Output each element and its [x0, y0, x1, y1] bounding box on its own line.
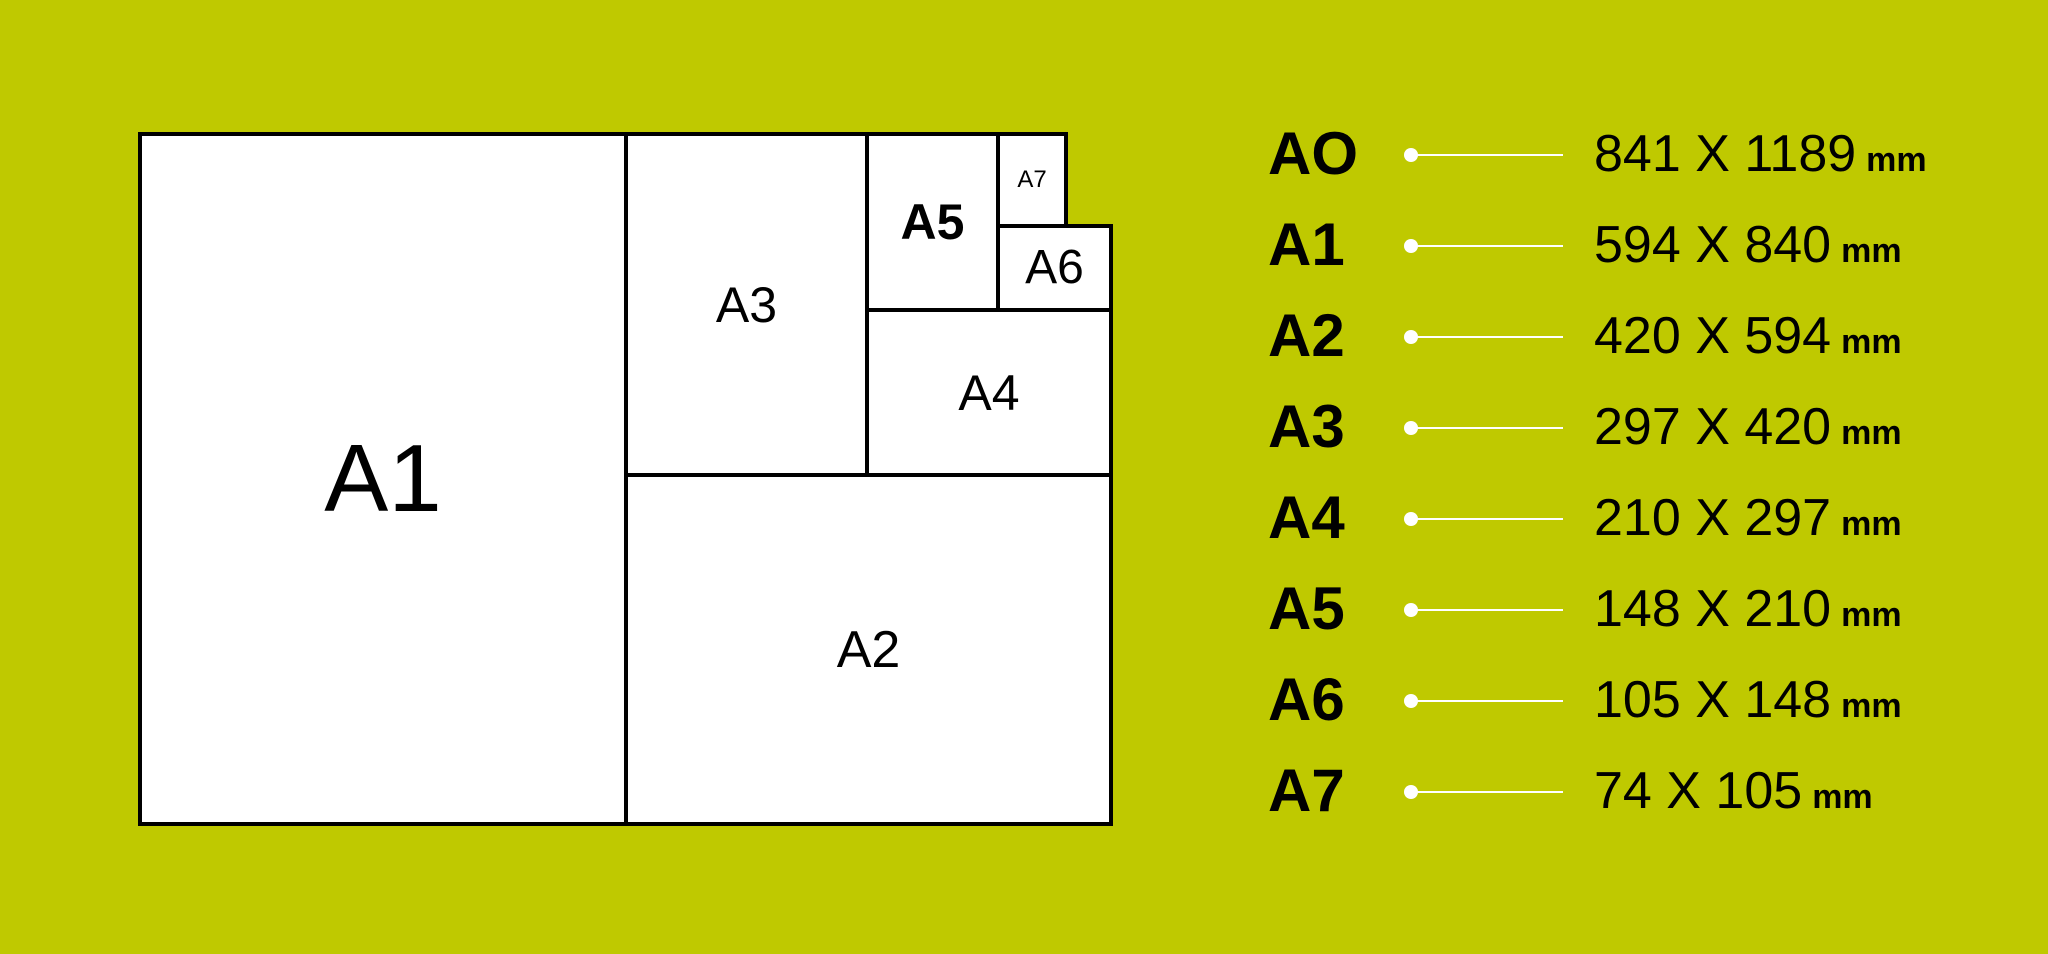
sheet-a5-label: A5 [900, 194, 965, 250]
sheet-a7: A7 [996, 132, 1068, 228]
legend-size-value: 841 X 1189 [1594, 125, 1857, 183]
sheet-a1: A1 [138, 132, 628, 826]
legend-size-value: 594 X 840 [1594, 216, 1832, 274]
sheet-a7-label: A7 [1017, 166, 1047, 193]
legend-unit: mm [1841, 323, 1902, 361]
connector-stroke [1411, 700, 1563, 702]
connector-line [1404, 603, 1564, 617]
connector-line [1404, 785, 1564, 799]
legend-size-value: 148 X 210 [1594, 580, 1832, 638]
connector-stroke [1411, 427, 1563, 429]
connector-stroke [1411, 245, 1563, 247]
connector-line [1404, 148, 1564, 162]
connector-stroke [1411, 518, 1563, 520]
sheet-a4-label: A4 [958, 364, 1020, 421]
legend-unit: mm [1812, 778, 1873, 816]
connector-line [1404, 512, 1564, 526]
legend-size-value: 420 X 594 [1594, 307, 1832, 365]
legend-unit: mm [1841, 687, 1902, 725]
legend-code: A1 [1268, 211, 1345, 278]
connector-stroke [1411, 336, 1563, 338]
connector-stroke [1411, 791, 1563, 793]
sheet-a3: A3 [624, 132, 869, 477]
legend-size-value: 105 X 148 [1594, 671, 1832, 729]
connector-line [1404, 330, 1564, 344]
legend-code: A4 [1268, 484, 1345, 551]
legend-unit: mm [1841, 232, 1902, 270]
legend-unit: mm [1866, 141, 1927, 179]
sheet-a6-label: A6 [1025, 241, 1084, 294]
connector-stroke [1411, 154, 1563, 156]
connector-line [1404, 421, 1564, 435]
sheet-a3-label: A3 [715, 276, 778, 333]
legend-code: A3 [1268, 393, 1345, 460]
legend-code: A6 [1268, 666, 1345, 733]
legend-code: AO [1268, 120, 1358, 187]
legend-code: A7 [1268, 757, 1345, 824]
sheet-a5: A5 [865, 132, 1000, 312]
legend-unit: mm [1841, 596, 1902, 634]
legend-code: A5 [1268, 575, 1345, 642]
legend-size-value: 74 X 105 [1594, 762, 1803, 820]
sheet-a1-label: A1 [324, 425, 442, 532]
sheet-a6: A6 [996, 224, 1113, 312]
connector-line [1404, 694, 1564, 708]
legend-size-value: 297 X 420 [1594, 398, 1832, 456]
sheet-a4: A4 [865, 308, 1113, 477]
connector-line [1404, 239, 1564, 253]
legend-unit: mm [1841, 505, 1902, 543]
sheet-a2-label: A2 [836, 620, 901, 679]
legend-code: A2 [1268, 302, 1345, 369]
connector-stroke [1411, 609, 1563, 611]
sheet-a2: A2 [624, 473, 1113, 826]
legend-size-value: 210 X 297 [1594, 489, 1832, 547]
legend-unit: mm [1841, 414, 1902, 452]
